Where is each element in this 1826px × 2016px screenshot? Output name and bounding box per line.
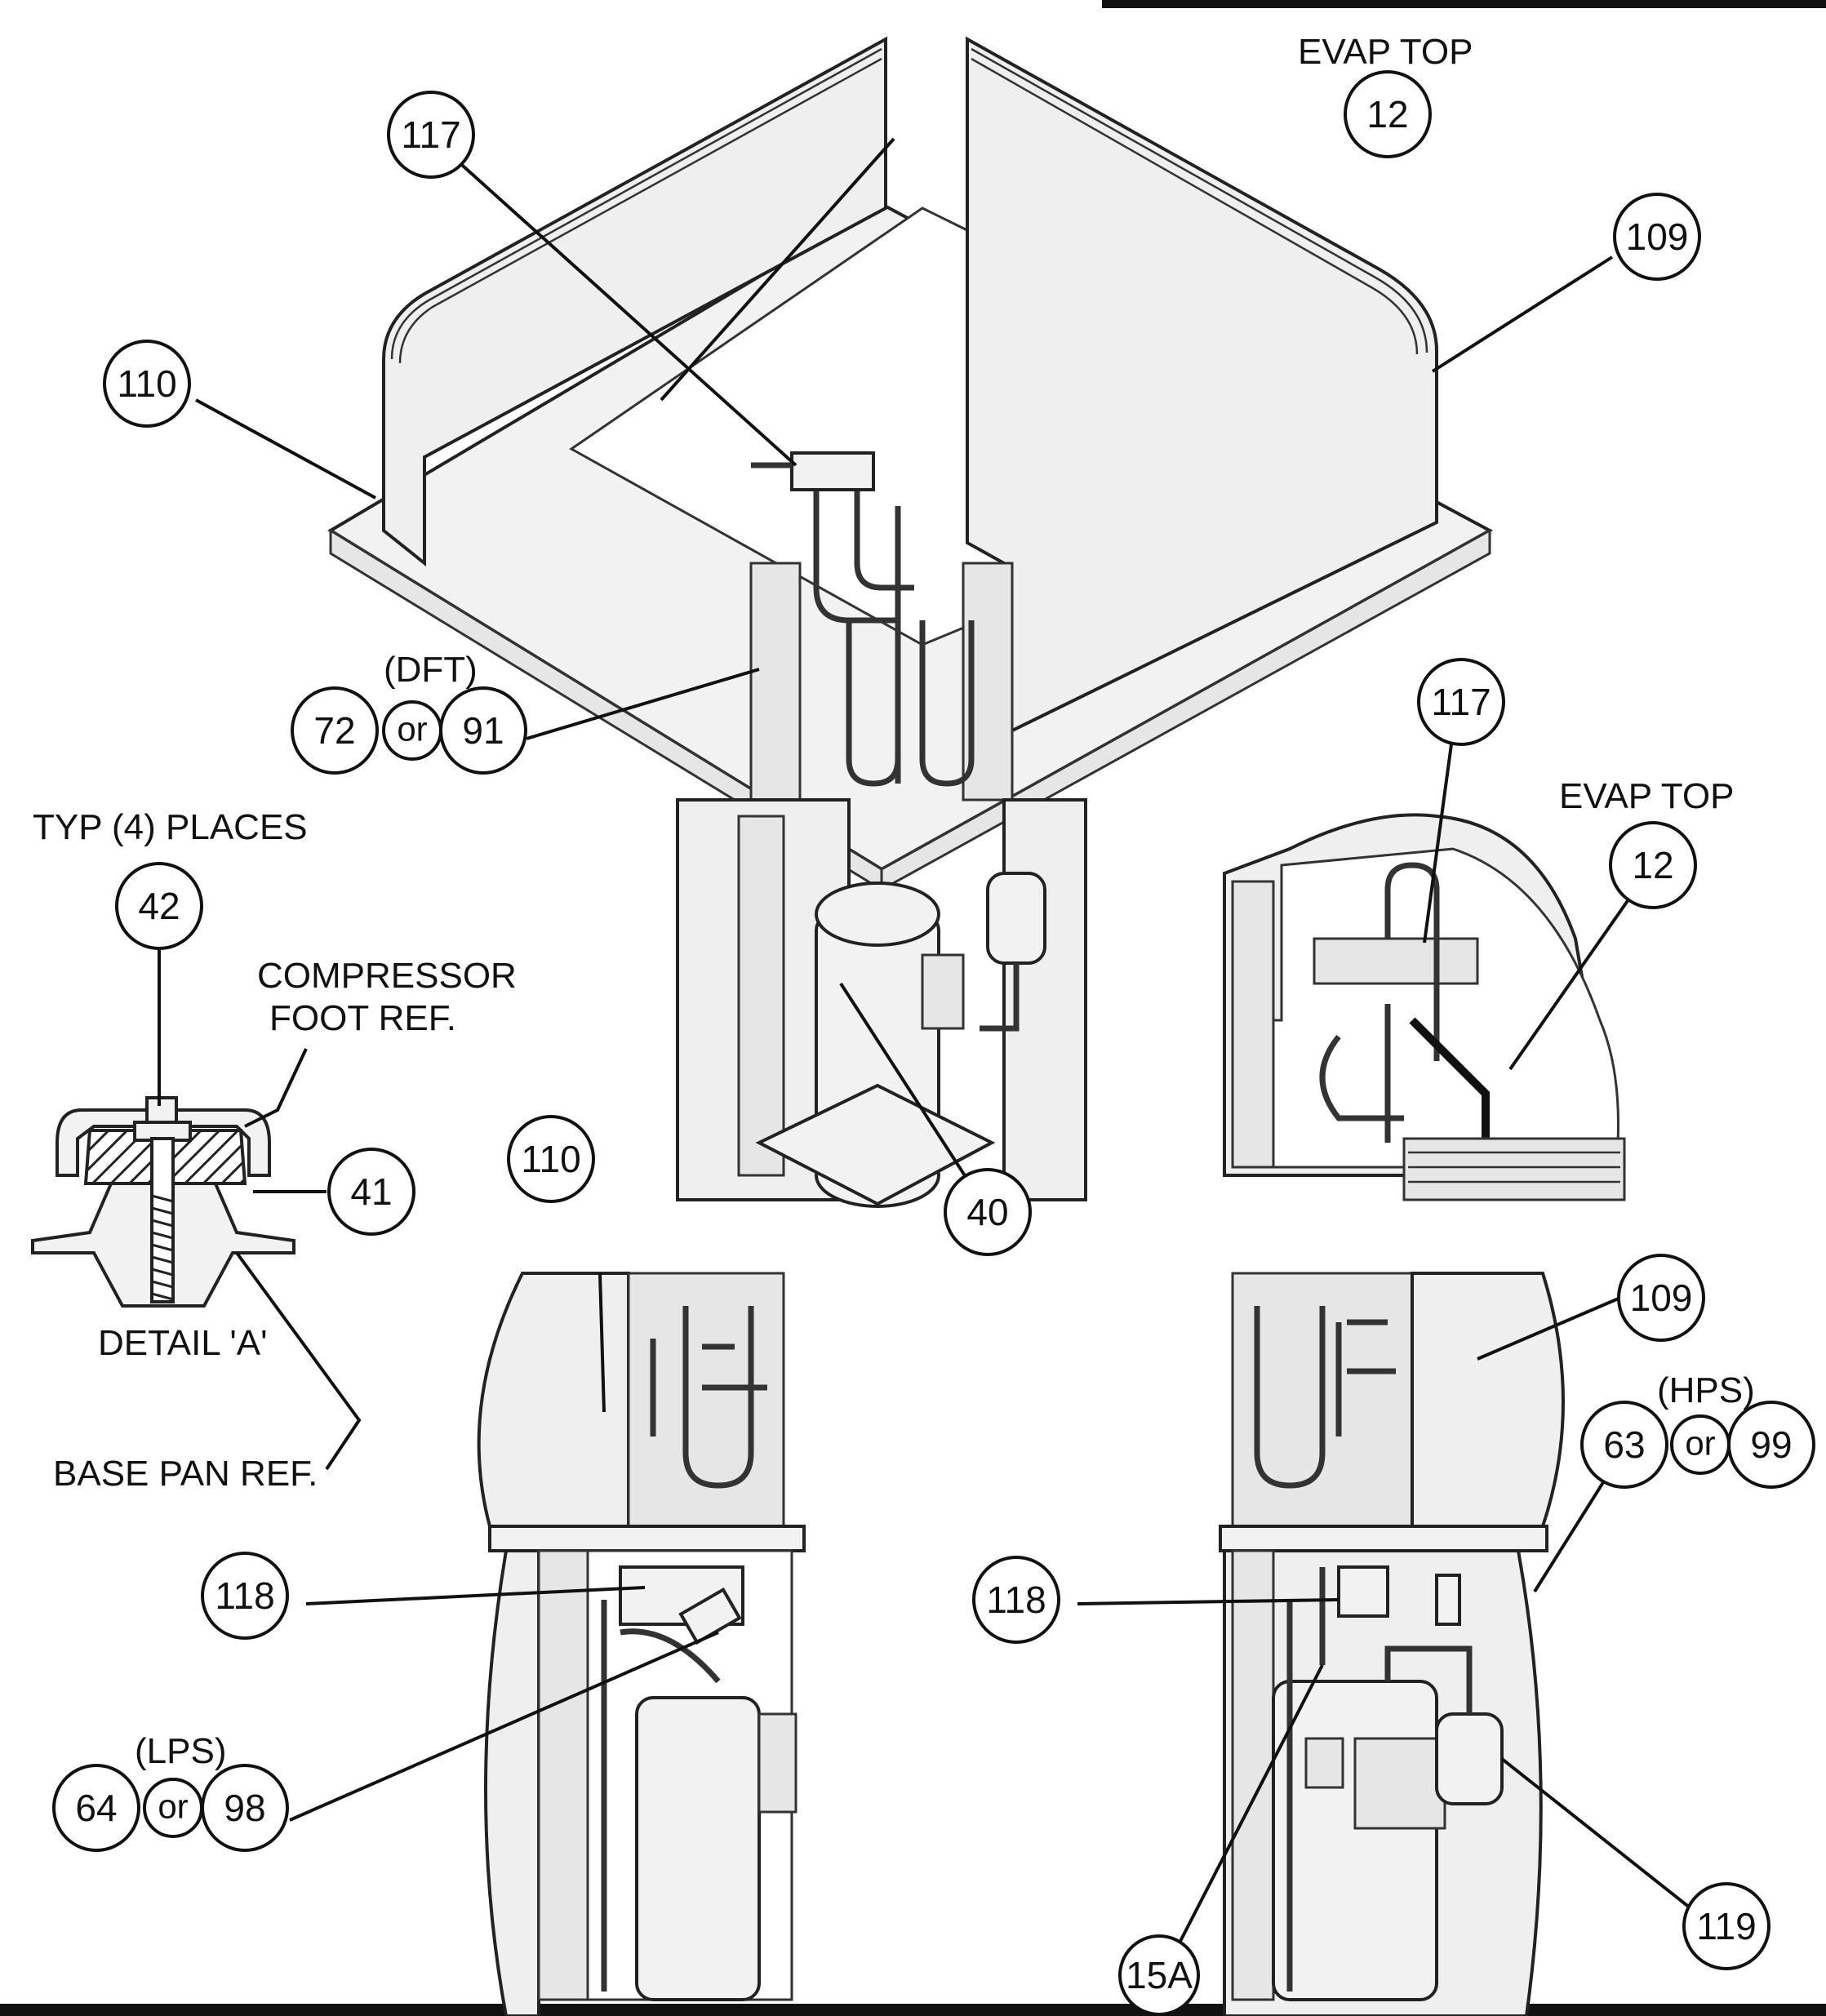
bottom-rule <box>0 2004 1826 2016</box>
lps-label: (LPS) <box>135 1731 226 1771</box>
detail-a-label: DETAIL 'A' <box>98 1323 268 1363</box>
callout-15a: 15A <box>1118 1934 1200 2016</box>
callout-109-right-number: 109 <box>1630 1277 1693 1319</box>
callout-or-lps: or <box>143 1778 203 1838</box>
callout-110-mid: 110 <box>507 1115 595 1203</box>
callout-40: 40 <box>944 1168 1032 1256</box>
callout-118-left: 118 <box>201 1552 289 1640</box>
compressor-foot-label-line2: FOOT REF. <box>269 998 456 1038</box>
callout-72-number: 72 <box>313 709 355 752</box>
callout-12-right-number: 12 <box>1632 844 1673 886</box>
callout-109-right: 109 <box>1617 1254 1705 1342</box>
callout-42: 42 <box>115 862 203 950</box>
callout-or-hps: or <box>1670 1414 1730 1475</box>
callout-110-mid-number: 110 <box>521 1138 580 1180</box>
callout-91: 91 <box>439 686 527 775</box>
callout-12-top-number: 12 <box>1366 93 1408 135</box>
callout-117-top-number: 117 <box>401 113 460 156</box>
typ-places-label: TYP (4) PLACES <box>33 807 308 847</box>
callout-12-right: 12 <box>1609 821 1697 909</box>
callout-117-right: 117 <box>1417 658 1505 746</box>
left-side-view-illustration <box>477 1272 806 2016</box>
callout-63-number: 63 <box>1603 1423 1645 1466</box>
compressor-foot-label-line1: COMPRESSOR <box>257 956 517 996</box>
callout-40-number: 40 <box>966 1191 1008 1233</box>
callout-or-dft: or <box>382 700 442 761</box>
callout-or-lps-text: or <box>158 1787 188 1826</box>
detail-a-illustration <box>31 1096 295 1308</box>
callout-98: 98 <box>201 1764 289 1852</box>
evap-top-detail-illustration <box>1223 813 1626 1201</box>
callout-109-top: 109 <box>1613 193 1701 281</box>
callout-117-right-number: 117 <box>1431 681 1491 723</box>
callout-110-top: 110 <box>103 340 191 428</box>
callout-118-left-number: 118 <box>215 1574 274 1617</box>
callout-99-number: 99 <box>1750 1423 1792 1466</box>
callout-117-top: 117 <box>387 91 475 179</box>
callout-119: 119 <box>1682 1882 1770 1970</box>
callout-63: 63 <box>1580 1401 1668 1489</box>
callout-or-hps-text: or <box>1685 1424 1715 1463</box>
callout-110-top-number: 110 <box>117 362 176 405</box>
callout-41: 41 <box>327 1148 415 1236</box>
leader-lines <box>158 137 1699 1952</box>
callout-12-top: 12 <box>1344 70 1432 158</box>
callout-41-number: 41 <box>350 1170 392 1213</box>
callout-98-number: 98 <box>224 1787 265 1829</box>
main-unit-illustration <box>327 36 1494 1208</box>
callout-119-number: 119 <box>1696 1905 1756 1947</box>
callout-42-number: 42 <box>138 885 180 927</box>
evap-top-label-b: EVAP TOP <box>1559 776 1734 816</box>
callout-64: 64 <box>52 1764 140 1852</box>
callout-99: 99 <box>1727 1401 1815 1489</box>
callout-118-right-number: 118 <box>986 1579 1046 1621</box>
callout-91-number: 91 <box>462 709 504 752</box>
callout-118-right: 118 <box>972 1556 1060 1644</box>
callout-109-top-number: 109 <box>1626 215 1689 258</box>
evap-top-label-a: EVAP TOP <box>1298 32 1473 72</box>
right-side-view-illustration <box>1219 1272 1565 2016</box>
dft-label: (DFT) <box>384 650 478 690</box>
callout-72: 72 <box>291 686 379 775</box>
hps-label: (HPS) <box>1657 1370 1755 1410</box>
base-pan-ref-label: BASE PAN REF. <box>53 1454 318 1494</box>
callout-64-number: 64 <box>75 1787 117 1829</box>
top-rule <box>1102 0 1826 8</box>
callout-15a-number: 15A <box>1126 1954 1193 1996</box>
callout-or-dft-text: or <box>397 710 427 748</box>
